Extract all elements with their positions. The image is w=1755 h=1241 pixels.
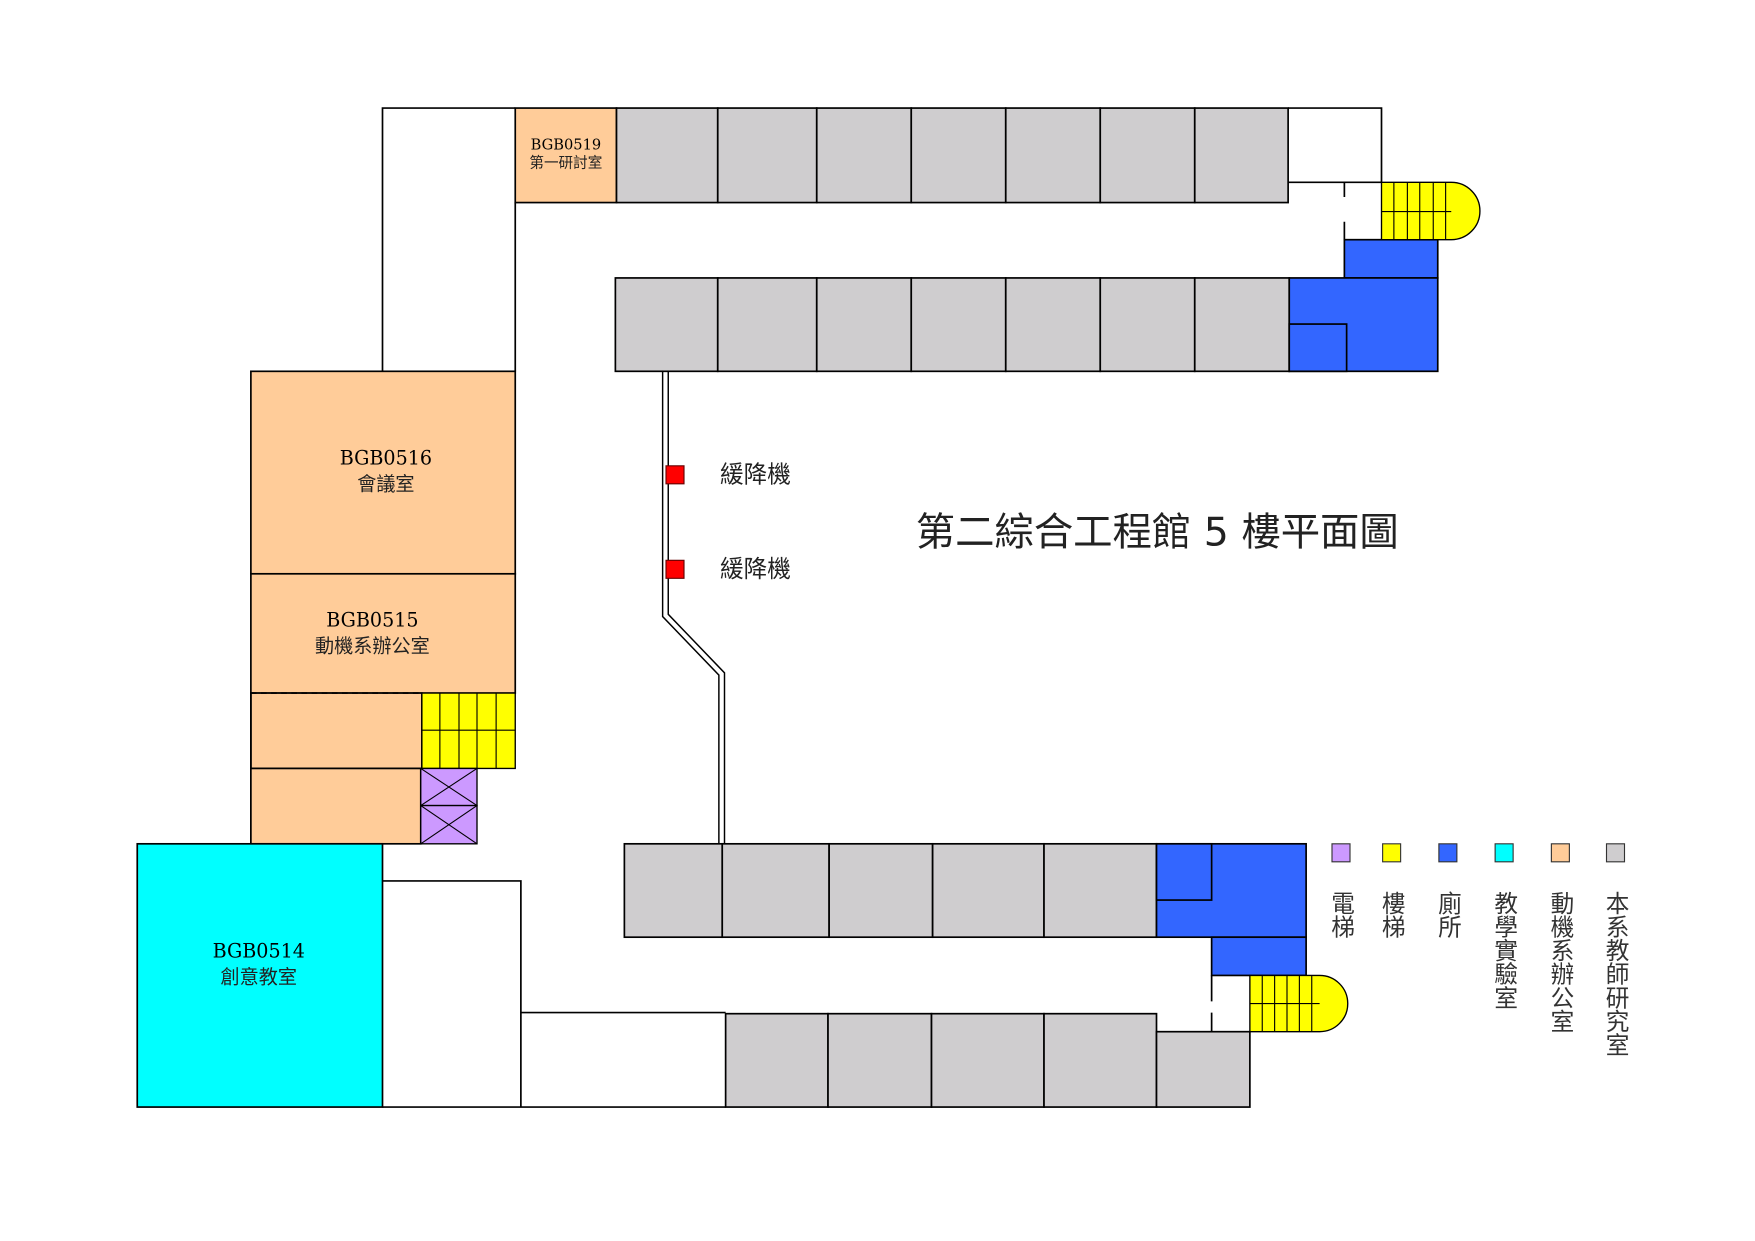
- bottom-row-rooms: [623, 842, 1307, 1108]
- faculty-office[interactable]: [828, 842, 934, 939]
- legend-label: 樓梯: [1378, 891, 1406, 939]
- faculty-office[interactable]: [724, 1012, 829, 1108]
- faculty-office[interactable]: [815, 107, 913, 204]
- faculty-office[interactable]: [910, 107, 1007, 204]
- elevator[interactable]: [420, 767, 478, 845]
- legend-label: 電梯: [1327, 891, 1355, 938]
- room-bgb0519[interactable]: [514, 107, 618, 204]
- legend-swatch: [1331, 843, 1351, 863]
- faculty-office[interactable]: [910, 277, 1007, 373]
- legend-item-toilet: 廁所: [1434, 843, 1462, 939]
- legend-label: 動機系辦公室: [1546, 891, 1574, 1033]
- top-row-rooms: [514, 107, 1289, 204]
- faculty-office[interactable]: [1043, 842, 1158, 939]
- faculty-office[interactable]: [716, 277, 818, 373]
- faculty-office[interactable]: [1043, 1012, 1158, 1108]
- faculty-office[interactable]: [614, 277, 719, 373]
- faculty-office[interactable]: [1193, 277, 1291, 373]
- escape-route: [661, 371, 726, 844]
- legend-item-faculty: 本系教師研究室: [1602, 843, 1630, 1057]
- faculty-office[interactable]: [721, 842, 830, 939]
- stairs-bottom: [1249, 974, 1349, 1033]
- faculty-office[interactable]: [1099, 277, 1196, 373]
- escape-device-label: 緩降機: [720, 461, 791, 489]
- room-bgb0516[interactable]: [250, 370, 517, 575]
- stairs-top: [1380, 181, 1481, 241]
- office-annex: [250, 692, 423, 770]
- middle-row-rooms: [614, 238, 1439, 373]
- faculty-office[interactable]: [1004, 107, 1102, 204]
- faculty-office[interactable]: [815, 277, 913, 373]
- faculty-office[interactable]: [1155, 1030, 1251, 1108]
- escape-device-label: 緩降機: [720, 555, 791, 583]
- room-code-bgb0519: BGB0519: [531, 137, 602, 154]
- room-bgb0515[interactable]: [250, 572, 517, 694]
- legend-label: 本系教師研究室: [1602, 891, 1630, 1057]
- toilet[interactable]: [1210, 936, 1307, 977]
- room-bgb0514[interactable]: [136, 842, 384, 1108]
- legend: 電梯 樓梯 廁所 教學實驗室 動機系辦公室 本系教師研究室: [1327, 843, 1630, 1057]
- legend-label: 廁所: [1434, 891, 1462, 939]
- faculty-office[interactable]: [931, 842, 1045, 939]
- escape-device-icon: [665, 465, 685, 485]
- legend-swatch: [1382, 843, 1402, 863]
- room-name-bgb0514: 創意教室: [221, 965, 297, 988]
- legend-swatch: [1605, 843, 1626, 863]
- legend-item-stairs: 樓梯: [1378, 843, 1406, 939]
- faculty-office[interactable]: [623, 842, 724, 939]
- room-code-bgb0516: BGB0516: [340, 447, 432, 470]
- room-code-bgb0515: BGB0515: [326, 609, 418, 632]
- legend-swatch: [1438, 843, 1458, 863]
- faculty-office[interactable]: [615, 107, 719, 204]
- legend-swatch: [1494, 843, 1514, 863]
- legend-item-office: 動機系辦公室: [1546, 843, 1574, 1033]
- legend-item-lab: 教學實驗室: [1490, 843, 1518, 1009]
- stairs-left: [421, 692, 516, 770]
- faculty-office[interactable]: [1004, 277, 1102, 373]
- toilet-stall: [1288, 323, 1348, 373]
- faculty-office[interactable]: [827, 1012, 933, 1108]
- toilet-stall: [1155, 842, 1213, 901]
- legend-item-elevator: 電梯: [1327, 843, 1355, 938]
- room-name-bgb0519: 第一研討室: [529, 154, 602, 172]
- legend-label: 教學實驗室: [1490, 891, 1518, 1009]
- corridor-outline: [381, 107, 1383, 1108]
- faculty-office[interactable]: [1099, 107, 1196, 204]
- left-block: [250, 370, 517, 845]
- escape-device-icon: [665, 559, 685, 579]
- room-name-bgb0515: 動機系辦公室: [315, 635, 430, 658]
- faculty-office[interactable]: [1193, 107, 1289, 204]
- room-code-bgb0514: BGB0514: [213, 939, 305, 962]
- legend-swatch: [1550, 843, 1570, 863]
- office-annex-2: [250, 767, 422, 845]
- toilet[interactable]: [1343, 238, 1439, 279]
- page-title: 第二綜合工程館 5 樓平面圖: [916, 510, 1399, 556]
- room-name-bgb0516: 會議室: [357, 473, 414, 496]
- faculty-office[interactable]: [930, 1012, 1045, 1108]
- faculty-office[interactable]: [716, 107, 818, 204]
